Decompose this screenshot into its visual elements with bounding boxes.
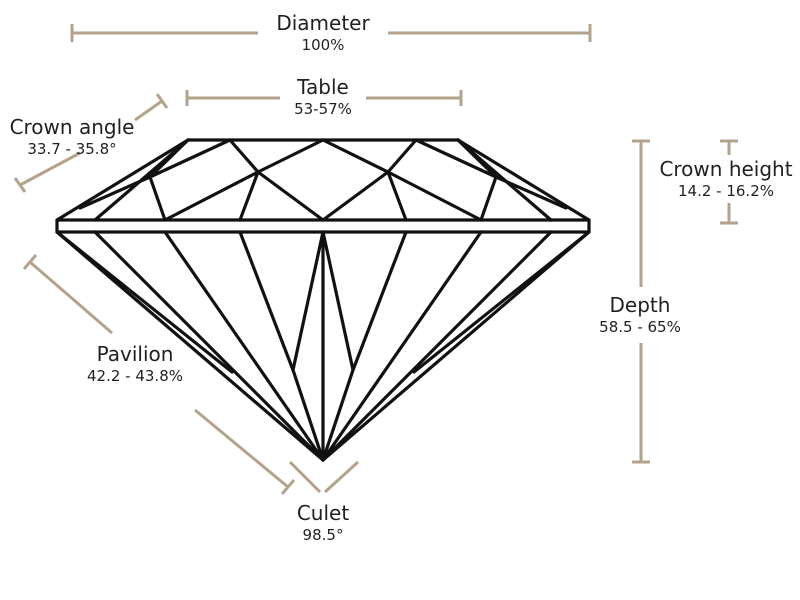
- depth-dimension-line: [632, 139, 650, 464]
- depth-value: 58.5 - 65%: [599, 318, 681, 336]
- crown-angle-dimension-line: [13, 93, 169, 193]
- pavilion-value: 42.2 - 43.8%: [87, 367, 183, 385]
- culet-title: Culet: [296, 501, 350, 525]
- pavilion-label: Pavilion 42.2 - 43.8%: [70, 343, 200, 385]
- culet-value: 98.5°: [302, 526, 344, 544]
- crown-facets: [78, 138, 568, 222]
- pavilion-title: Pavilion: [96, 342, 174, 366]
- crown-height-dimension-line: [720, 139, 738, 225]
- table-dimension-line: [185, 90, 463, 106]
- pavilion-dimension-line: [22, 254, 296, 495]
- crown-height-value: 14.2 - 16.2%: [678, 182, 774, 200]
- crown-height-label: Crown height 14.2 - 16.2%: [652, 158, 800, 200]
- diameter-title: Diameter: [276, 11, 370, 35]
- table-value: 53-57%: [294, 100, 352, 118]
- diameter-value: 100%: [301, 36, 345, 54]
- culet-dimension-line: [288, 460, 360, 494]
- diameter-label: Diameter 100%: [258, 12, 388, 54]
- depth-label: Depth 58.5 - 65%: [580, 294, 700, 336]
- diamond-outline: [55, 138, 591, 462]
- table-title: Table: [297, 75, 349, 99]
- crown-height-title: Crown height: [659, 157, 793, 181]
- pavilion-facets: [55, 230, 591, 462]
- crown-angle-title: Crown angle: [9, 115, 135, 139]
- crown-angle-label: Crown angle 33.7 - 35.8°: [2, 116, 142, 158]
- depth-title: Depth: [609, 293, 671, 317]
- diamond-silhouette: [55, 138, 591, 462]
- diameter-dimension-line: [70, 24, 592, 42]
- dimension-lines: [13, 24, 738, 495]
- crown-angle-value: 33.7 - 35.8°: [27, 140, 117, 158]
- table-label: Table 53-57%: [273, 76, 373, 118]
- culet-label: Culet 98.5°: [273, 502, 373, 544]
